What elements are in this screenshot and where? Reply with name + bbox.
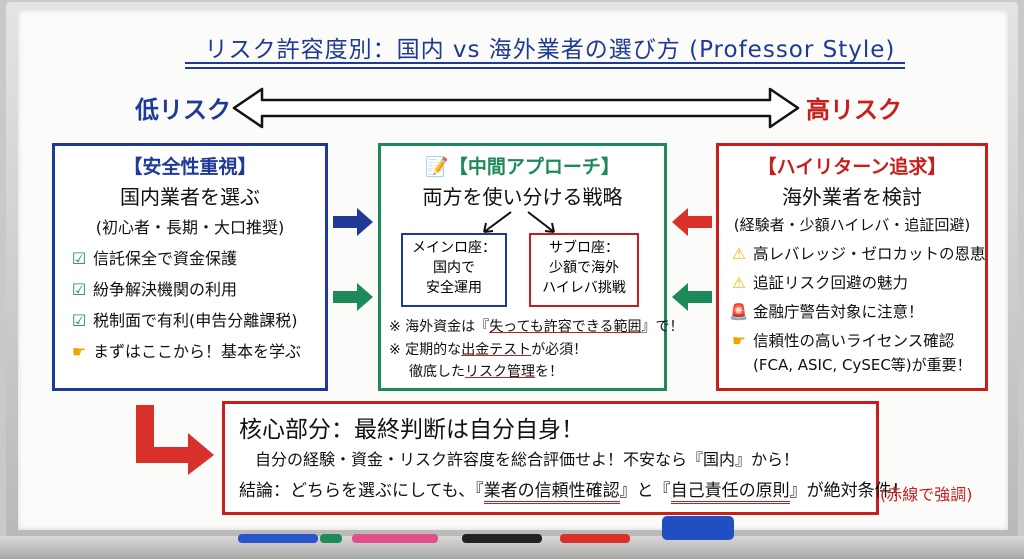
note-3: 徹底したリスク管理を！ bbox=[409, 364, 563, 380]
pink-marker[interactable] bbox=[352, 534, 438, 543]
warning-icon: ⚠ bbox=[732, 274, 746, 292]
split-arrows-icon bbox=[483, 211, 555, 233]
high-risk-label: 高リスク bbox=[806, 96, 902, 124]
red-l-arrow-icon bbox=[136, 405, 214, 475]
blue-arrow-right-icon bbox=[333, 208, 373, 236]
list-item: ☑税制面で有利(申告分離課税) bbox=[55, 307, 325, 331]
core-heading: 核心部分：最終判断は自分自身！ bbox=[239, 417, 584, 443]
core-conclusion-box: 核心部分：最終判断は自分自身！ 自分の経験・資金・リスク許容度を総合評価せよ！不… bbox=[222, 401, 909, 515]
pointing-hand-icon: ☛ bbox=[732, 332, 746, 350]
middle-approach-box: 📝【中間アプローチ】 両方を使い分ける戦略 メインロ座：国内で安全運用 サブロ座… bbox=[378, 143, 684, 391]
blue-marker[interactable] bbox=[238, 534, 318, 543]
main-account-box: メインロ座：国内で安全運用 bbox=[401, 233, 507, 307]
emphasis-note: (赤線で強調) bbox=[880, 485, 973, 504]
list-item: ☛まずはここから！基本を学ぶ bbox=[55, 338, 325, 362]
risk-scale-double-arrow bbox=[232, 87, 800, 129]
red-marker[interactable] bbox=[560, 534, 630, 543]
black-marker[interactable] bbox=[462, 534, 542, 543]
list-item: ☑信託保全で資金保護 bbox=[55, 245, 325, 269]
low-risk-label: 低リスク bbox=[135, 96, 231, 124]
note-1: ※ 海外資金は『失っても許容できる範囲』で！ bbox=[389, 319, 684, 335]
core-line-2: 結論：どちらを選ぶにしても、『業者の信頼性確認』と『自己責任の原則』が絶対条件！ bbox=[239, 476, 909, 504]
green-arrow-left-icon bbox=[672, 283, 712, 311]
box-heading: 両方を使い分ける戦略 bbox=[422, 185, 623, 209]
list-item: ⚠高レバレッジ・ゼロカットの恩恵 bbox=[719, 242, 985, 264]
check-icon: ☑ bbox=[71, 249, 87, 268]
list-item: ⚠追証リスク回避の魅力 bbox=[719, 271, 985, 293]
title-underline bbox=[185, 62, 905, 64]
core-line-1: 自分の経験・資金・リスク許容度を総合評価せよ！不安なら『国内』から！ bbox=[255, 450, 800, 469]
check-icon: ☑ bbox=[71, 280, 87, 299]
list-item: ☛信頼性の高いライセンス確認 bbox=[719, 329, 985, 351]
green-arrow-right-icon bbox=[333, 283, 373, 311]
box-header: 【中間アプローチ】 bbox=[448, 156, 620, 178]
box-heading: 国内業者を選ぶ bbox=[120, 185, 260, 209]
box-heading: 海外業者を検討 bbox=[782, 185, 922, 209]
notepad-icon: 📝 bbox=[425, 156, 449, 178]
check-icon: ☑ bbox=[71, 311, 87, 330]
box-note: (経験者・少額ハイレバ・追証回避) bbox=[733, 216, 971, 234]
box-note: (初心者・長期・大口推奨) bbox=[95, 218, 285, 237]
green-marker[interactable] bbox=[320, 534, 342, 543]
siren-icon: 🚨 bbox=[729, 303, 749, 321]
box-header: 【安全性重視】 bbox=[123, 156, 257, 178]
high-return-box: 【ハイリターン追求】 海外業者を検討 (経験者・少額ハイレバ・追証回避) ⚠高レ… bbox=[716, 143, 988, 391]
title-underline bbox=[185, 67, 905, 69]
note-2: ※ 定期的な出金テストが必須！ bbox=[389, 342, 588, 358]
pointing-hand-icon: ☛ bbox=[71, 342, 87, 361]
list-item-continuation: (FCA, ASIC, CySEC等)が重要！ bbox=[753, 356, 972, 374]
page-title: リスク許容度別：国内 vs 海外業者の選び方 (Professor Style) bbox=[204, 37, 896, 63]
list-item: 🚨金融庁警告対象に注意！ bbox=[729, 303, 924, 321]
list-item: ☑紛争解決機関の利用 bbox=[55, 276, 325, 300]
sub-account-box: サブロ座：少額で海外ハイレバ挑戦 bbox=[529, 233, 639, 307]
red-arrow-left-icon bbox=[672, 208, 712, 236]
eraser[interactable] bbox=[662, 516, 734, 540]
box-header: 【ハイリターン追求】 bbox=[757, 156, 947, 178]
safety-first-box: 【安全性重視】 国内業者を選ぶ (初心者・長期・大口推奨) ☑信託保全で資金保護… bbox=[52, 143, 328, 391]
warning-icon: ⚠ bbox=[732, 245, 746, 263]
